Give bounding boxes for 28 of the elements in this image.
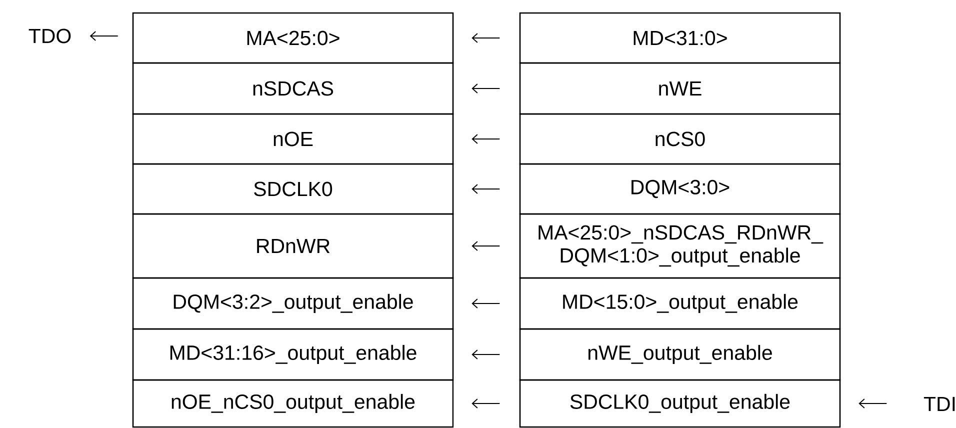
arrow bbox=[472, 349, 500, 360]
register-cell: MD<31:0> bbox=[519, 12, 841, 64]
register-cell: RDnWR bbox=[132, 213, 454, 279]
register-cell: DQM<3:0> bbox=[519, 163, 841, 215]
arrow bbox=[472, 298, 500, 308]
pin-label: TDO bbox=[28, 28, 71, 44]
register-cell: nSDCAS bbox=[132, 62, 454, 115]
register-cell: SDCLK0 bbox=[132, 163, 454, 215]
register-cell: DQM<3:2>_output_enable bbox=[132, 277, 454, 330]
register-cell: nWE_output_enable bbox=[519, 328, 841, 381]
arrow bbox=[90, 31, 118, 41]
register-cell: nCS0 bbox=[519, 113, 841, 165]
arrow bbox=[472, 241, 500, 251]
register-cell: nWE bbox=[519, 62, 841, 115]
register-cell: nOE_nCS0_output_enable bbox=[132, 379, 454, 428]
pin-label: TDI bbox=[924, 396, 955, 412]
arrow bbox=[472, 84, 500, 94]
arrow bbox=[472, 398, 500, 408]
arrow bbox=[472, 134, 500, 144]
register-cell: MD<15:0>_output_enable bbox=[519, 277, 841, 330]
register-cell: SDCLK0_output_enable bbox=[519, 379, 841, 428]
register-cell: MD<31:16>_output_enable bbox=[132, 328, 454, 381]
register-cell: MA<25:0>_nSDCAS_RDnWR_ DQM<1:0>_output_enable bbox=[519, 213, 841, 279]
arrow bbox=[472, 33, 500, 43]
arrow bbox=[472, 184, 500, 194]
register-cell: nOE bbox=[132, 113, 454, 165]
register-cell: MA<25:0> bbox=[132, 12, 454, 64]
arrow bbox=[858, 398, 888, 408]
